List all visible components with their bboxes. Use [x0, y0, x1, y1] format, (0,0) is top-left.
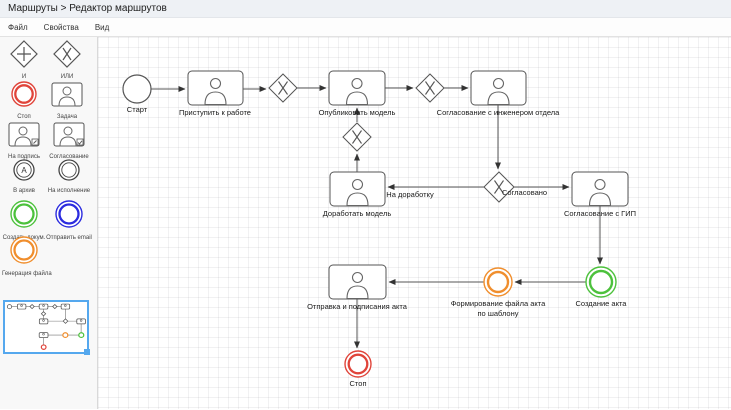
menu-view[interactable]: Вид [94, 22, 110, 32]
gateway-1[interactable] [268, 73, 298, 103]
page-title: Маршруты > Редактор маршрутов [8, 3, 167, 14]
palette-item-sign[interactable]: На подпись [2, 121, 46, 160]
palette-item-label: В архив [13, 188, 35, 194]
sign-task-icon [8, 122, 40, 147]
menu-bar: Файл Свойства Вид [0, 18, 731, 37]
palette-item-label: Стоп [17, 114, 31, 120]
gateway-3[interactable] [342, 122, 372, 152]
palette-item-label: ИЛИ [60, 74, 74, 80]
node-rework-model[interactable]: Доработать модель [323, 171, 392, 218]
diagram-svg: Старт Приступить к работе Опубликовать м… [122, 70, 636, 388]
stop-event-icon [11, 81, 37, 107]
node-start[interactable]: Старт [122, 74, 152, 114]
node-label: Опубликовать модель [319, 108, 396, 117]
palette-item-generate-file[interactable]: Генерация файла [2, 236, 52, 277]
menu-properties[interactable]: Свойства [43, 22, 79, 32]
palette-item-or[interactable]: ИЛИ [45, 40, 89, 80]
node-label-line1: Формирование файла акта [451, 299, 546, 308]
palette-item-label: На подпись [7, 154, 41, 160]
node-publish-model[interactable]: Опубликовать модель [319, 70, 396, 117]
shape-palette: И ИЛИ Стоп Задача [0, 37, 98, 409]
node-label: Доработать модель [323, 209, 392, 218]
archive-event-icon: А [13, 159, 35, 181]
minimap[interactable] [3, 300, 90, 355]
node-create-act[interactable]: Создание акта [576, 266, 628, 308]
node-generate-act-file[interactable]: Формирование файла акта по шаблону [451, 267, 546, 318]
palette-item-create-document[interactable]: Создать докум. [2, 200, 46, 241]
breadcrumb: Маршруты > Редактор маршрутов [0, 0, 731, 18]
node-label-line2: по шаблону [478, 309, 519, 318]
minimap-resize-handle[interactable] [84, 349, 90, 355]
node-send-sign-act[interactable]: Отправка и подписания акта [307, 264, 408, 311]
palette-item-stop[interactable]: Стоп [2, 81, 46, 120]
create-document-event-icon [10, 200, 38, 228]
node-label: Старт [127, 105, 148, 114]
gateway-label: Согласовано [502, 188, 547, 197]
node-label: Стоп [350, 379, 367, 388]
palette-item-label: И [21, 74, 27, 80]
approval-task-icon [53, 122, 85, 147]
diagram-canvas[interactable]: Старт Приступить к работе Опубликовать м… [98, 37, 731, 409]
node-label: Приступить к работе [179, 108, 251, 117]
gateway-2[interactable] [415, 73, 445, 103]
task-icon [51, 82, 83, 107]
palette-item-label: Генерация файла [2, 271, 52, 277]
palette-item-execute[interactable]: На исполнение [45, 158, 93, 194]
node-approve-gip[interactable]: Согласование с ГИП [564, 171, 636, 218]
node-label: Согласование с ГИП [564, 209, 636, 218]
node-label: Согласование с инженером отдела [437, 108, 560, 117]
palette-item-label: Задача [56, 114, 78, 120]
palette-item-approval[interactable]: Согласование [45, 121, 93, 160]
palette-item-send-email[interactable]: Отправить email [45, 200, 93, 241]
node-approve-engineer[interactable]: Согласование с инженером отдела [437, 70, 560, 117]
palette-item-task[interactable]: Задача [45, 81, 89, 120]
gateway-approved[interactable]: Согласовано [483, 171, 547, 203]
or-gateway-icon [53, 40, 81, 68]
minimap-preview [6, 303, 86, 350]
palette-item-archive[interactable]: А В архив [2, 158, 46, 194]
archive-letter: А [21, 166, 27, 175]
node-stop[interactable]: Стоп [344, 350, 372, 388]
and-gateway-icon [10, 40, 38, 68]
menu-file[interactable]: Файл [8, 22, 28, 32]
node-label: Отправка и подписания акта [307, 302, 408, 311]
palette-item-label: Отправить email [46, 235, 92, 241]
execute-event-icon [58, 159, 80, 181]
palette-item-label: Согласование [49, 154, 89, 160]
node-begin-work[interactable]: Приступить к работе [179, 70, 251, 117]
palette-item-label: На исполнение [47, 188, 91, 194]
palette-item-and[interactable]: И [2, 40, 46, 80]
generate-file-event-icon [10, 236, 38, 264]
node-label: Создание акта [576, 299, 628, 308]
edge-label-rework: На доработку [386, 190, 434, 199]
send-email-event-icon [55, 200, 83, 228]
